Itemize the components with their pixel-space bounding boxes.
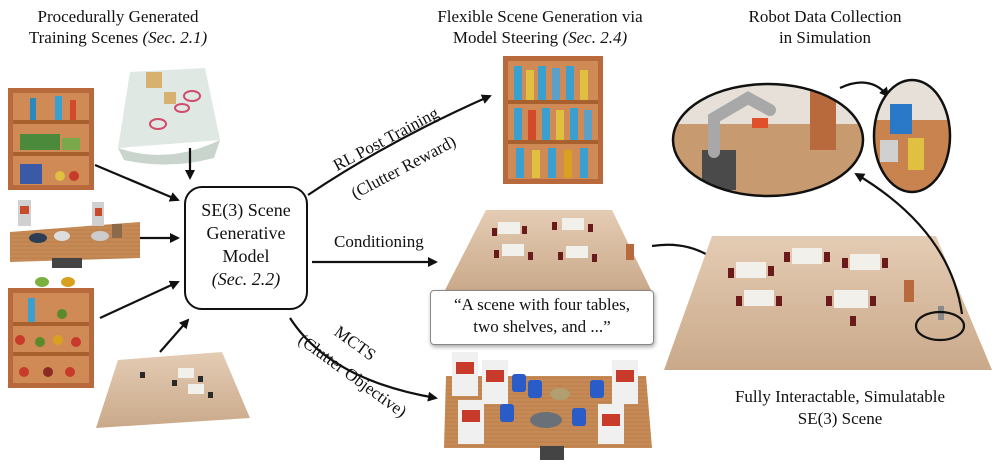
arrow-robot-zoom — [839, 81, 890, 98]
final-caption-line1: Fully Interactable, Simulatable — [734, 387, 946, 406]
model-box-line1: SE(3) Scene — [201, 200, 291, 220]
left-title-ref: (Sec. 2.1) — [142, 28, 208, 47]
right-title: Robot Data Collection in Simulation — [725, 6, 925, 48]
scene-generative-model-box: SE(3) Scene Generative Model (Sec. 2.2) — [184, 186, 308, 310]
label-conditioning: Conditioning — [334, 232, 424, 251]
middle-title-line2: Model Steering — [452, 28, 563, 47]
left-title-line1: Procedurally Generated — [37, 7, 199, 26]
model-box-line3: Model — [222, 246, 270, 266]
prompt-line2: two shelves, and ...” — [473, 317, 611, 336]
steered-scene-clutter-shelf — [503, 56, 603, 184]
middle-title-line1: Flexible Scene Generation via — [437, 7, 643, 26]
robot-highlight-ellipse — [914, 310, 966, 342]
right-title-line1: Robot Data Collection — [748, 7, 902, 26]
mcts-cluttered-table — [444, 352, 652, 460]
left-title-line2: Training Scenes — [28, 28, 143, 47]
arrow-rl-post-training — [307, 94, 492, 196]
training-scene-shelf-2 — [8, 277, 94, 388]
middle-title-ref: (Sec. 2.4) — [562, 28, 628, 47]
training-scene-table-1 — [10, 200, 140, 268]
model-box-ref: (Sec. 2.2) — [211, 269, 281, 289]
training-scene-shelf-1 — [8, 88, 94, 190]
training-scene-small-room — [96, 352, 250, 428]
model-box-line2: Generative — [206, 223, 286, 243]
arrow-room-to-model — [159, 318, 190, 353]
final-scene-room — [664, 236, 992, 370]
arrow-shelf1-to-model — [94, 163, 180, 202]
training-scene-round-table — [118, 68, 220, 165]
right-title-line2: in Simulation — [778, 28, 872, 47]
final-scene-caption: Fully Interactable, Simulatable SE(3) Sc… — [700, 386, 980, 430]
conditioned-scene-room — [444, 210, 652, 292]
robot-simulation-view-closeup — [872, 78, 952, 194]
arrow-to-robot-view — [854, 172, 964, 315]
final-caption-line2: SE(3) Scene — [797, 409, 883, 428]
robot-simulation-view-large — [671, 82, 865, 198]
prompt-line1: “A scene with four tables, — [453, 295, 631, 314]
arrow-shelf2-to-model — [99, 280, 180, 319]
middle-title: Flexible Scene Generation via Model Stee… — [405, 6, 675, 48]
left-title: Procedurally Generated Training Scenes (… — [8, 6, 228, 48]
text-prompt-box: “A scene with four tables, two shelves, … — [430, 290, 654, 345]
arrow-mcts — [289, 317, 438, 402]
